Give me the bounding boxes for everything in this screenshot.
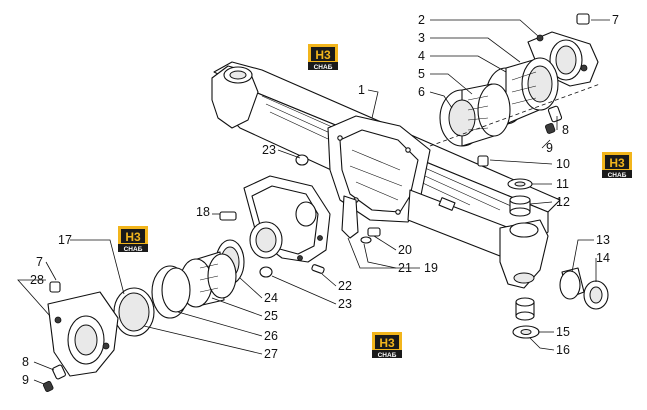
callout-16: 16 bbox=[556, 343, 570, 357]
callout-9-left: 9 bbox=[22, 373, 29, 387]
logo-name: СНАБ bbox=[608, 172, 627, 179]
callout-19: 19 bbox=[424, 261, 438, 275]
callout-8-left: 8 bbox=[22, 355, 29, 369]
callout-28: 28 bbox=[30, 273, 44, 287]
callout-1: 1 bbox=[358, 83, 365, 97]
leader-lines bbox=[17, 19, 610, 385]
callout-3: 3 bbox=[418, 31, 425, 45]
callout-23-bottom: 23 bbox=[338, 297, 352, 311]
logo-mark: Н3 bbox=[379, 336, 395, 350]
left-support-cap bbox=[42, 281, 119, 392]
callout-17: 17 bbox=[58, 233, 72, 247]
watermark-logo-top: Н3 СНАБ bbox=[308, 44, 338, 71]
logo-mark: Н3 bbox=[315, 48, 331, 62]
callout-5: 5 bbox=[418, 67, 425, 81]
callout-13: 13 bbox=[596, 233, 610, 247]
callout-4: 4 bbox=[418, 49, 425, 63]
right-bearing-stack bbox=[429, 13, 601, 217]
callout-2: 2 bbox=[418, 13, 425, 27]
logo-mark: Н3 bbox=[125, 230, 141, 244]
callout-12: 12 bbox=[556, 195, 570, 209]
callout-7-left: 7 bbox=[36, 255, 43, 269]
axle-housing bbox=[211, 61, 561, 289]
callout-27: 27 bbox=[264, 347, 278, 361]
callout-18: 18 bbox=[196, 205, 210, 219]
watermark-logo-left: Н3 СНАБ bbox=[118, 226, 148, 253]
watermark-logo-right: Н3 СНАБ bbox=[602, 152, 632, 179]
watermark-logo-bottom: Н3 СНАБ bbox=[372, 332, 402, 359]
left-carrier-assembly bbox=[113, 154, 381, 337]
callout-15: 15 bbox=[556, 325, 570, 339]
callout-10: 10 bbox=[556, 157, 570, 171]
callout-9: 9 bbox=[546, 141, 553, 155]
callout-24: 24 bbox=[264, 291, 278, 305]
callout-labels: 1 2 3 4 5 6 7 8 9 10 11 12 13 14 15 16 1… bbox=[22, 13, 619, 387]
callout-22: 22 bbox=[338, 279, 352, 293]
logo-name: СНАБ bbox=[124, 246, 143, 253]
callout-8: 8 bbox=[562, 123, 569, 137]
logo-mark: Н3 bbox=[609, 156, 625, 170]
callout-6: 6 bbox=[418, 85, 425, 99]
callout-11: 11 bbox=[556, 177, 569, 191]
logo-name: СНАБ bbox=[378, 352, 397, 359]
callout-26: 26 bbox=[264, 329, 278, 343]
logo-name: СНАБ bbox=[314, 64, 333, 71]
callout-23-top: 23 bbox=[262, 143, 276, 157]
callout-14: 14 bbox=[596, 251, 610, 265]
callout-25: 25 bbox=[264, 309, 278, 323]
callout-21: 21 bbox=[398, 261, 412, 275]
callout-7: 7 bbox=[612, 13, 619, 27]
callout-20: 20 bbox=[398, 243, 412, 257]
